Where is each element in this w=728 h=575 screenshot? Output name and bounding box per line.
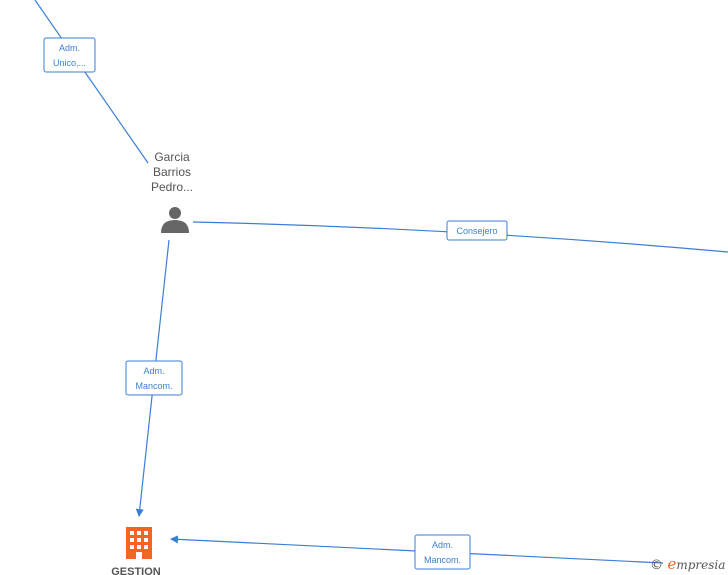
edge-label-person-to-company[interactable]: Adm. Mancom. bbox=[125, 360, 183, 396]
company-name: GESTION bbox=[111, 566, 161, 575]
edge-label-line: Adm. bbox=[432, 540, 453, 550]
brand-initial: e bbox=[667, 555, 677, 573]
edge-label-person-to-right[interactable]: Consejero bbox=[446, 220, 508, 241]
person-name-line: Barrios bbox=[153, 165, 191, 179]
edge-label-line: Mancom. bbox=[424, 555, 461, 565]
edge-label-line: Mancom. bbox=[135, 381, 172, 391]
person-icon bbox=[161, 207, 189, 233]
edge-top-to-person bbox=[34, 0, 149, 164]
edge-label-top-to-person[interactable]: Adm. Unico,... bbox=[43, 37, 96, 73]
person-name-line: Garcia bbox=[154, 150, 190, 164]
brand-rest: mpresia bbox=[676, 558, 726, 572]
copyright-symbol: © bbox=[650, 558, 663, 573]
edge-label-line: Unico,... bbox=[53, 58, 86, 68]
empresia-watermark: © empresia bbox=[650, 555, 725, 573]
company-node[interactable]: GESTION bbox=[111, 527, 161, 575]
brand-name: empresia bbox=[667, 555, 726, 573]
building-icon bbox=[126, 527, 152, 559]
person-name-line: Pedro... bbox=[151, 180, 193, 194]
edge-label-line: Adm. bbox=[59, 43, 80, 53]
edge-label-right-to-company[interactable]: Adm. Mancom. bbox=[414, 534, 471, 570]
edge-label-line: Consejero bbox=[456, 226, 497, 236]
person-node[interactable]: Garcia Barrios Pedro... bbox=[151, 150, 193, 233]
edge-label-line: Adm. bbox=[143, 366, 164, 376]
